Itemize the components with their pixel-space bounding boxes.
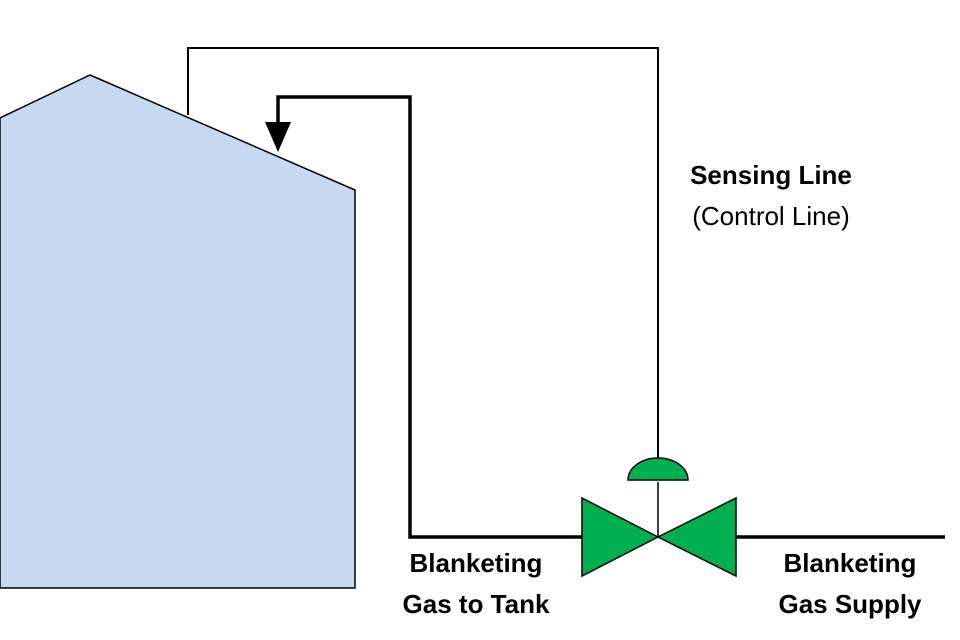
control-line-label: (Control Line)	[692, 201, 850, 231]
valve-body-left-icon	[581, 496, 660, 578]
gas-to-tank-label-line2: Gas to Tank	[403, 589, 550, 619]
gas-supply-label-line2: Gas Supply	[778, 589, 922, 619]
gas-supply-label-line1: Blanketing	[784, 548, 917, 578]
sensing-line-label: Sensing Line	[690, 160, 852, 190]
sensing-line	[187, 47, 659, 458]
gas-to-tank-line	[276, 95, 582, 539]
valve-body-right-icon	[656, 496, 737, 578]
flow-arrow-icon	[265, 122, 291, 152]
storage-tank	[0, 74, 356, 589]
gas-to-tank-label-line1: Blanketing	[410, 548, 543, 578]
valve-actuator-icon	[627, 457, 689, 481]
